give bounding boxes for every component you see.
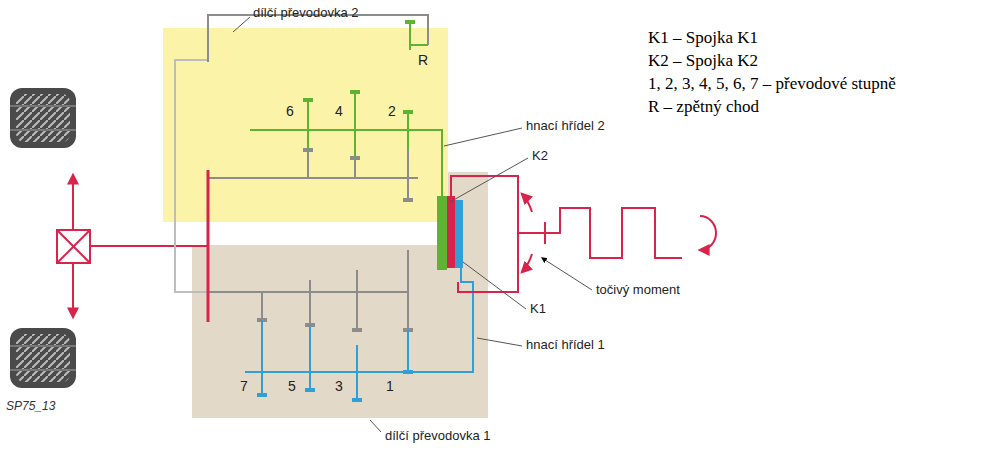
gear-teeth [303, 22, 415, 112]
figure-code: SP75_13 [6, 400, 55, 414]
panel-heading: dílčí převodovka 1 [385, 428, 491, 443]
drive-shaft-2 [250, 22, 442, 196]
double-clutch [437, 176, 518, 292]
leader-line [444, 128, 592, 346]
gear-number: 3 [333, 378, 345, 394]
drive-shaft-1 [245, 268, 473, 400]
crankshaft [518, 194, 716, 272]
wheel [10, 88, 76, 148]
output-shafts [175, 15, 428, 330]
callout-label: K2 [532, 149, 548, 164]
key-entry: 1, 2, 3, 4, 5, 6, 7 – převodové stupně [648, 74, 896, 94]
leader-line [233, 17, 250, 32]
panel-ground [163, 28, 448, 222]
key-entry: K2 – Spojka K2 [648, 51, 758, 71]
gear-number: 6 [284, 103, 296, 119]
panel-ground [192, 245, 488, 418]
leader-line [370, 420, 381, 432]
key-entry: K1 – Spojka K1 [648, 28, 758, 48]
gear-number: 1 [384, 378, 396, 394]
gear-number: 2 [386, 103, 398, 119]
callout-label: hnací hřídel 1 [526, 338, 605, 353]
gear-number: 5 [286, 378, 298, 394]
output-gear [207, 170, 210, 322]
subgearbox-panel: dílčí převodovka 2 [163, 28, 448, 222]
wheel [10, 328, 76, 388]
callout-label: točivý moment [596, 283, 680, 298]
gear-teeth [257, 372, 413, 400]
callout-label: hnací hřídel 2 [526, 119, 605, 134]
callout-label: K1 [530, 302, 546, 317]
gear-teeth [257, 150, 413, 330]
key-entry: R – zpětný chod [648, 97, 759, 117]
gear-number: 7 [238, 378, 250, 394]
differential [57, 175, 208, 317]
gear-number: 4 [333, 103, 345, 119]
panel-heading: dílčí převodovka 2 [253, 5, 359, 20]
gear-number: R [416, 52, 430, 68]
